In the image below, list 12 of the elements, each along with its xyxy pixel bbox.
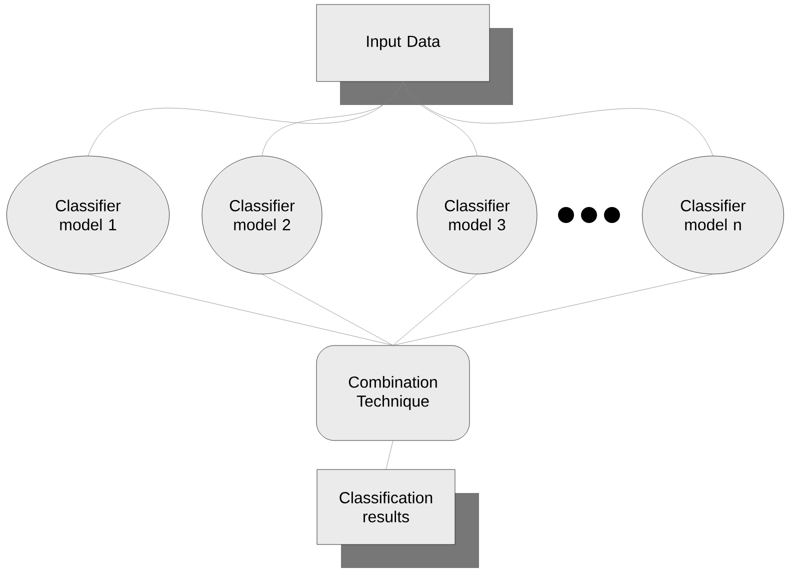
shadowed-box: Input Data <box>316 4 513 105</box>
connector-line <box>88 274 394 346</box>
rounded-box: Combination Technique <box>316 345 470 441</box>
connector-line <box>402 82 478 156</box>
connector-line <box>386 440 394 470</box>
connector-line <box>402 82 714 156</box>
connector-line <box>262 82 404 156</box>
connector-line <box>392 274 714 346</box>
connector-line <box>88 82 404 156</box>
connector-line <box>262 274 394 346</box>
connector-line <box>392 274 478 346</box>
shadowed-box: Classification results <box>316 469 479 568</box>
